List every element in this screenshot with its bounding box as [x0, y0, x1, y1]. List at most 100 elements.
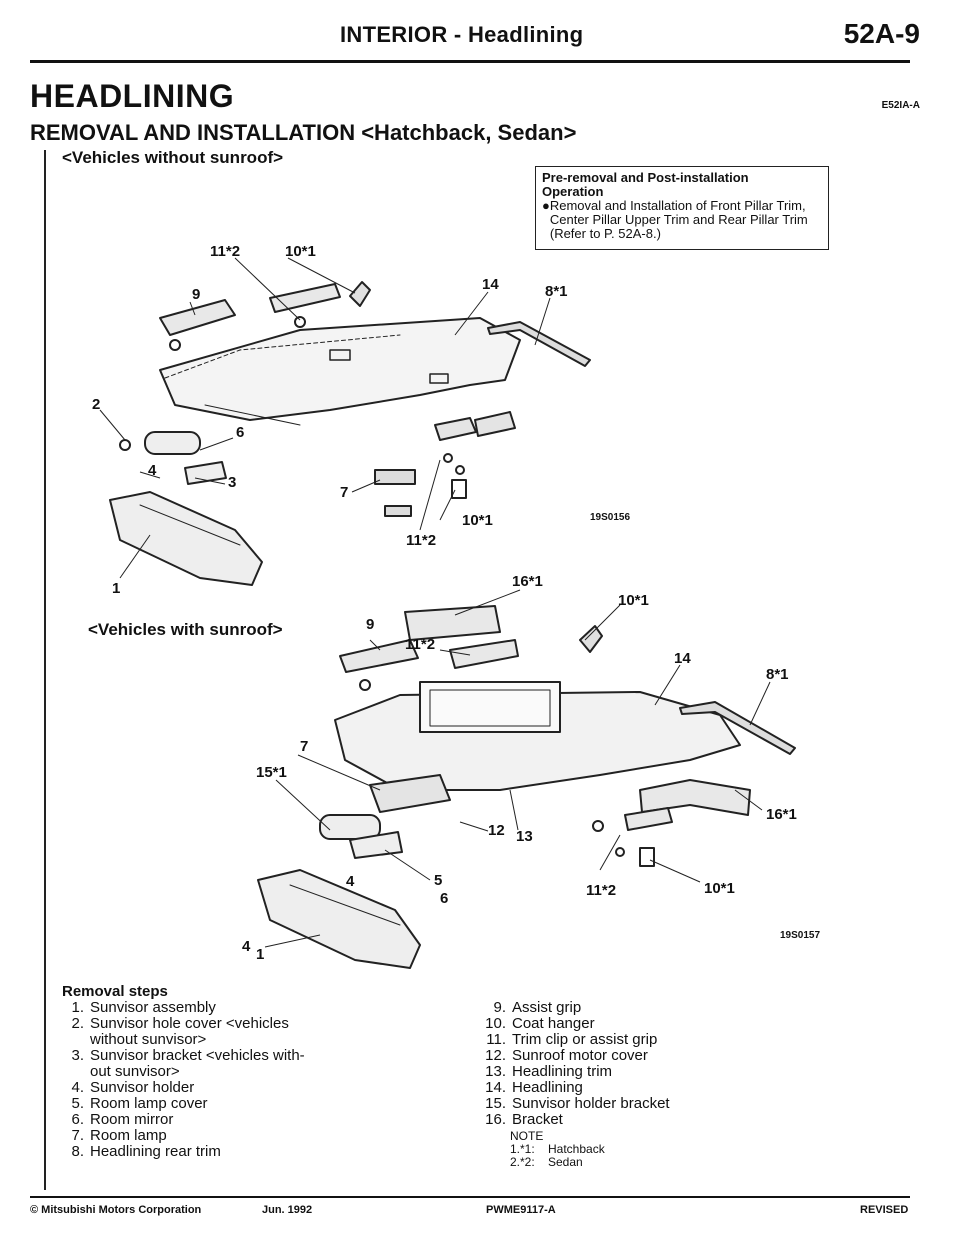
callout-8-1-b: 8*1	[766, 666, 789, 683]
step-row: 6. Room mirror	[62, 1112, 305, 1128]
callout-16-1: 16*1	[512, 573, 543, 590]
step-row: 1.Sunvisor assembly	[62, 1000, 305, 1016]
step-row: without sunvisor>	[62, 1032, 305, 1048]
footnote-item-number: 1.*1:	[510, 1142, 535, 1156]
callout-14-b: 14	[674, 650, 691, 667]
callout-10-1: 10*1	[285, 243, 316, 260]
running-header: INTERIOR - Headlining	[340, 22, 584, 47]
step-number	[62, 1032, 90, 1048]
step-number: 10.	[485, 1015, 506, 1032]
step-row: 2. Sunvisor hole cover <vehicles	[62, 1016, 305, 1032]
step-number: 5.	[71, 1095, 84, 1112]
pre-removal-note-box: Pre-removal and Post-installation Operat…	[535, 166, 829, 250]
step-number: 8.	[71, 1143, 84, 1160]
coat-hanger-top	[349, 281, 371, 307]
callout-1-b: 1	[256, 946, 265, 963]
callout-4-b: 4	[346, 873, 355, 890]
step-text: Headlining rear trim	[90, 1143, 221, 1160]
rear-trim-top	[487, 321, 591, 367]
step-number: 7.	[71, 1127, 84, 1144]
section-title: HEADLINING	[30, 78, 235, 114]
step-number: 4.	[71, 1079, 84, 1096]
step-number: 9.	[493, 999, 506, 1016]
step-row: 4. Sunvisor holder	[62, 1080, 305, 1096]
footer-copyright: © Mitsubishi Motors Corporation	[30, 1204, 202, 1216]
step-text: out sunvisor>	[90, 1063, 180, 1080]
step-text: Sunroof motor cover	[512, 1047, 648, 1064]
subsection-title: REMOVAL AND INSTALLATION <Hatchback, Sed…	[30, 120, 577, 145]
brackets-top	[434, 411, 516, 499]
room-mirror-bottom	[319, 774, 451, 859]
step-row: out sunvisor>	[62, 1064, 305, 1080]
step-number: 3.	[71, 1047, 84, 1064]
step-number: 6.	[71, 1111, 84, 1128]
headliner-panel-top	[159, 317, 521, 426]
footnote-item-text: Hatchback	[548, 1142, 605, 1156]
room-lamp-top	[374, 469, 416, 517]
step-text: without sunvisor>	[90, 1031, 207, 1048]
callout-10-1-b: 10*1	[618, 592, 649, 609]
callout-11-2-lower: 11*2	[406, 532, 437, 549]
callout-10-1-b-lower: 10*1	[704, 880, 735, 897]
step-number: 13.	[485, 1063, 506, 1080]
step-text: Sunvisor assembly	[90, 999, 216, 1016]
callout-6-b: 6	[440, 890, 449, 907]
footnote-title: NOTE	[510, 1129, 544, 1143]
callout-9: 9	[192, 286, 201, 303]
step-row: 9. Assist grip	[484, 1000, 670, 1016]
step-text: Sunvisor holder	[90, 1079, 195, 1096]
footnote-item-row: 2.*2:Sedan	[510, 1156, 605, 1169]
coat-hanger-bottom	[579, 625, 603, 653]
callout-10-1-lower: 10*1	[462, 512, 493, 529]
step-row: 11.Trim clip or assist grip	[484, 1032, 670, 1048]
variant-without-sunroof: <Vehicles without sunroof>	[62, 148, 284, 167]
step-text: Sunvisor bracket <vehicles with-	[90, 1047, 305, 1064]
note-box-item: ● Removal and Installation of Front Pill…	[542, 199, 822, 241]
step-number: 16.	[485, 1111, 506, 1128]
callout-13: 13	[516, 828, 533, 845]
step-row: 12.Sunroof motor cover	[484, 1048, 670, 1064]
assist-grip-top	[159, 283, 341, 351]
step-text: Headlining	[512, 1079, 583, 1096]
footnote-item-row: 1.*1: Hatchback	[510, 1143, 605, 1156]
step-row: 8. Headlining rear trim	[62, 1144, 305, 1160]
footer-doc-code: PWME9117-A	[486, 1204, 556, 1216]
sunvisor-bottom	[257, 869, 421, 969]
step-text: Sunvisor hole cover <vehicles	[90, 1015, 289, 1032]
step-row: 14. Headlining	[484, 1080, 670, 1096]
step-number: 15.	[485, 1095, 506, 1112]
callout-11-2-b-lower: 11*2	[586, 882, 617, 899]
step-number: 14.	[485, 1079, 506, 1096]
note-box-title: Pre-removal and Post-installation	[542, 170, 749, 185]
callout-2: 2	[92, 396, 101, 413]
step-text: Sunvisor holder bracket	[512, 1095, 670, 1112]
page-number: 52A-9	[843, 18, 920, 49]
step-text: Room mirror	[90, 1111, 174, 1128]
rear-trim-bottom	[679, 701, 796, 755]
callout-8-1: 8*1	[545, 283, 568, 300]
callout-4-c: 4	[242, 938, 251, 955]
step-text: Bracket	[512, 1111, 563, 1128]
callout-15-1: 15*1	[256, 764, 287, 781]
margin-rule	[44, 150, 46, 1190]
step-text: Coat hanger	[512, 1015, 595, 1032]
brackets-bottom	[592, 779, 751, 867]
step-number: 2.	[71, 1015, 84, 1032]
figure-code-bottom: 19S0157	[780, 930, 821, 941]
callout-4: 4	[148, 462, 157, 479]
step-number: 11.	[486, 1031, 506, 1048]
note-box-title-2: Operation	[542, 184, 604, 199]
footer-rule	[30, 1196, 910, 1198]
footnote-item-text: Sedan	[548, 1155, 583, 1169]
headliner-panel-bottom	[334, 681, 741, 791]
step-text: Assist grip	[512, 999, 582, 1016]
callout-11-2: 11*2	[210, 243, 241, 260]
note-box-item-text: Removal and Installation of Front Pillar…	[549, 198, 808, 241]
step-row: 15. Sunvisor holder bracket	[484, 1095, 670, 1112]
callout-3: 3	[228, 474, 237, 491]
bullet-icon: ●	[542, 198, 550, 213]
leader-lines	[99, 257, 771, 948]
callout-5: 5	[434, 872, 443, 889]
